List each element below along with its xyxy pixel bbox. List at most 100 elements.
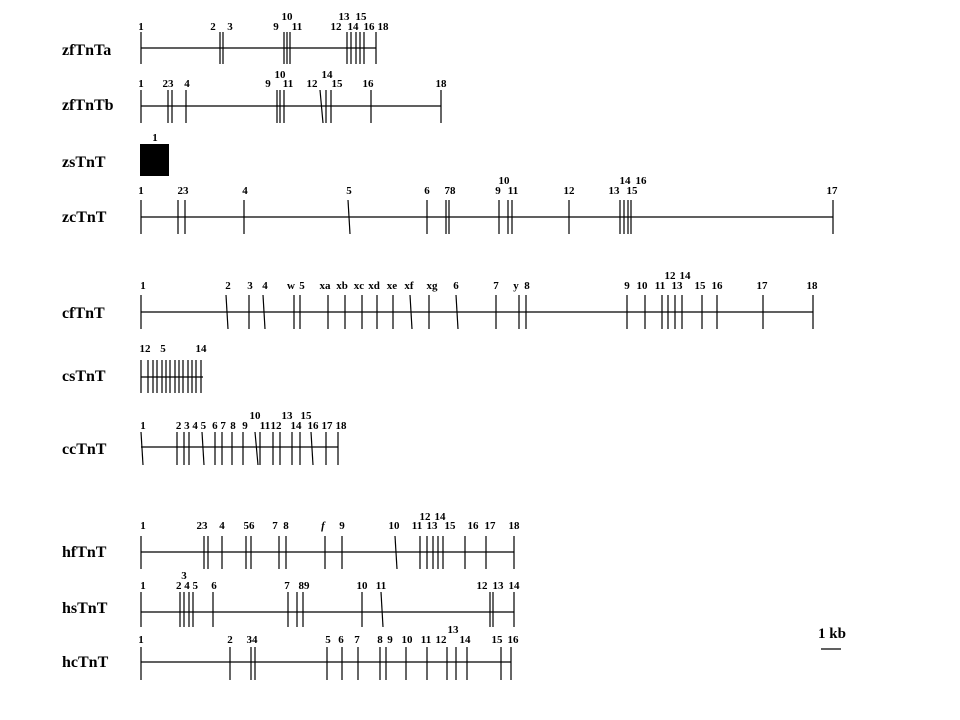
exon-number-label: 11 (283, 78, 293, 90)
exon-number-label: 89 (299, 580, 311, 592)
exon-number-label: 12 (331, 21, 343, 33)
exon-tick (409, 294, 413, 330)
exon-number-label: 2 3 4 5 (176, 420, 207, 432)
exon-number-label: 1 (138, 78, 144, 90)
exon-number-label: 14 (680, 270, 692, 282)
exon-number-label: xe (387, 280, 398, 292)
exon-number-label: 1 (140, 580, 146, 592)
exon-number-label: 16 (364, 21, 376, 33)
exon-number-label: 8 (524, 280, 530, 292)
exon-number-label: 1 (138, 21, 144, 33)
exon-number-label: 6 (338, 634, 344, 646)
exon-number-label: 15 (301, 410, 313, 422)
exon-number-label: 15 (695, 280, 707, 292)
exon-number-label: 14 (348, 21, 360, 33)
exon-number-label: 10 (402, 634, 414, 646)
exon-tick (380, 591, 384, 628)
exon-number-label: xb (336, 280, 348, 292)
exon-number-label: 9 (624, 280, 630, 292)
exon-number-label: 1 (140, 280, 146, 292)
exon-number-label: 14 (460, 634, 472, 646)
exon-number-label: 6 (424, 185, 430, 197)
exon-number-label: w (287, 280, 295, 292)
exon-number-label: 14 (291, 420, 303, 432)
exon-number-label: 8 (230, 420, 236, 432)
exon-number-label: xa (320, 280, 332, 292)
exon-number-label: 9 (273, 21, 279, 33)
exon-number-label: 8 (283, 520, 289, 532)
exon-number-label: 18 (807, 280, 819, 292)
exon-number-label: 5 (325, 634, 331, 646)
exon-number-label: 10 (357, 580, 369, 592)
exon-number-label: 1 (140, 420, 146, 432)
exon-tick (254, 431, 259, 466)
exon-number-label: 2 (210, 21, 216, 33)
exon-number-label: 18 (378, 21, 390, 33)
exon-number-label: 10 (637, 280, 649, 292)
exon-number-label: 5 (346, 185, 352, 197)
exon-number-label: 12 (420, 511, 432, 523)
exon-number-label: 7 (354, 634, 360, 646)
exon-number-label: 12 (140, 343, 152, 355)
exon-number-label: 9 (242, 420, 248, 432)
exon-block (140, 144, 169, 176)
exon-number-label: 56 (244, 520, 256, 532)
exon-number-label: 13 (672, 280, 684, 292)
exon-number-label: 2 (227, 634, 233, 646)
exon-number-label: 1 (138, 634, 144, 646)
exon-number-label: 9 (339, 520, 345, 532)
exon-number-label: xc (354, 280, 365, 292)
exon-number-label: 11 (376, 580, 386, 592)
exon-tick (455, 294, 459, 330)
exon-number-label: 13 (609, 185, 621, 197)
exon-number-label: 12 (436, 634, 448, 646)
exon-number-label: 15 (445, 520, 457, 532)
exon-number-label: 17 (322, 420, 334, 432)
exon-number-label: 15 (492, 634, 504, 646)
exon-number-label: 15 (332, 78, 344, 90)
gene-name-label: csTnT (62, 368, 106, 385)
exon-number-label: y (513, 280, 519, 292)
exon-number-label: 15 (627, 185, 639, 197)
exon-number-label: 13 (493, 580, 505, 592)
exon-tick (319, 89, 324, 124)
exon-number-label: 4 (242, 185, 248, 197)
exon-tick (310, 431, 314, 466)
exon-number-label: 13 (339, 11, 351, 23)
exon-tick (225, 294, 229, 330)
exon-number-label: 18 (509, 520, 521, 532)
exon-number-label: 10 (389, 520, 401, 532)
exon-number-label: xd (368, 280, 380, 292)
exon-number-label: 13 (427, 520, 439, 532)
exon-number-label: 2 4 5 (176, 580, 199, 592)
exon-number-label: 23 (163, 78, 175, 90)
exon-tick (262, 294, 266, 330)
exon-number-label: 16 (363, 78, 375, 90)
exon-number-label: 7 (272, 520, 278, 532)
gene-name-label: hcTnT (62, 654, 109, 671)
exon-number-label: 23 (197, 520, 209, 532)
exon-number-label: 4 (262, 280, 268, 292)
exon-number-label: 9 (265, 78, 271, 90)
exon-number-label: 11 (292, 21, 302, 33)
exon-number-label: 14 (620, 175, 632, 187)
exon-number-label: 3 (227, 21, 233, 33)
exon-number-label: 17 (757, 280, 769, 292)
exon-number-label: 11 (508, 185, 518, 197)
exon-number-label: 14 (509, 580, 521, 592)
exon-number-label: 9 (495, 185, 501, 197)
exon-number-label: f (321, 520, 326, 532)
exon-number-label: 9 (387, 634, 393, 646)
exon-number-label: 17 (485, 520, 497, 532)
exon-number-label: 15 (356, 11, 368, 23)
exon-number-label: 17 (827, 185, 839, 197)
exon-number-label: 11 (412, 520, 422, 532)
exon-number-label: 8 (377, 634, 383, 646)
exon-number-label: 11 (421, 634, 431, 646)
exon-number-label: 1 (152, 132, 158, 144)
gene-name-label: zcTnT (62, 209, 107, 226)
exon-number-label: 3 (181, 570, 187, 582)
exon-number-label: 13 (282, 410, 294, 422)
gene-name-label: hsTnT (62, 600, 108, 617)
exon-number-label: 12 (564, 185, 576, 197)
